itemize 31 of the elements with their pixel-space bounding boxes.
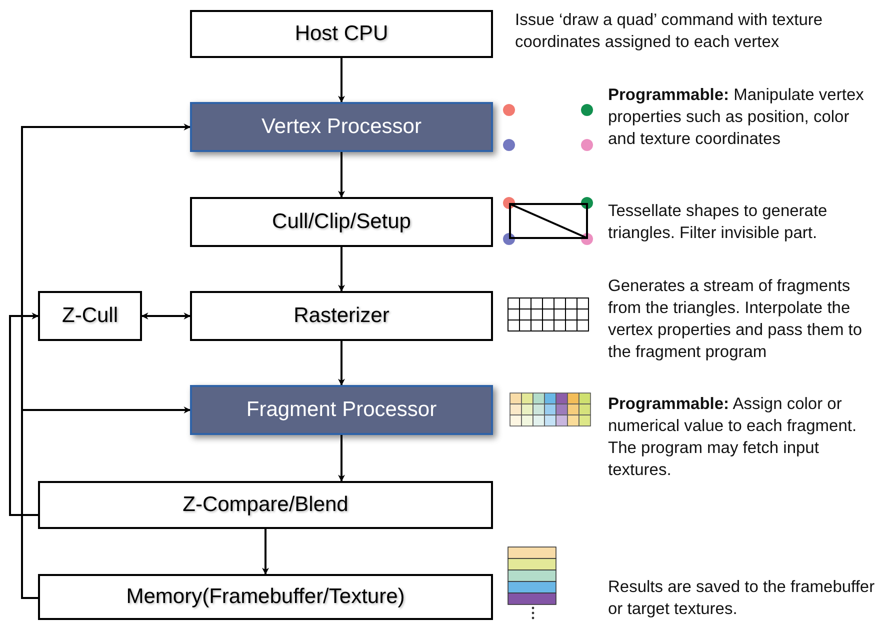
stage-box [190,10,493,58]
arrow [338,435,345,482]
arrow [338,58,345,103]
stage-box [38,481,493,529]
stage-label: Host CPU [294,20,388,47]
stage-label: Fragment Processor [246,396,437,423]
stage-label: Memory(Framebuffer/Texture) [126,584,405,610]
stage-description: Generates a stream of fragments from the triangles. Interpolate the vertex properties and pass them to the fragment program [608,276,864,363]
stage-label: Cull/Clip/Setup [272,208,411,235]
stage-description: Tessellate shapes to generate triangles. Filter invisible part. [608,201,828,244]
stage-box [190,291,493,341]
arrow [9,312,39,516]
arrow [141,312,191,320]
arrow [21,406,191,599]
programmable-stage-box [190,102,493,152]
stage-label: Rasterizer [294,302,390,329]
stage-box [38,291,142,341]
stage-label: Z-Cull [62,302,118,329]
stage-description: Results are saved to the framebuffer or target textures. [608,577,876,620]
arrow [262,529,269,575]
stage-label: Vertex Processor [262,114,422,140]
arrow [338,341,345,386]
arrow [338,152,345,198]
stage-label: Z-Compare/Blend [182,492,348,518]
stage-description: Issue ‘draw a quad’ command with texture coordinates assigned to each vertex [515,10,824,53]
stage-description: Programmable: Manipulate vertex properties such as position, color and texture coordinates [608,85,865,150]
stage-description: Programmable: Assign color or numerical value to each fragment. The program may fetch input textures. [608,394,858,481]
stage-box [190,197,493,247]
programmable-stage-box [190,385,493,435]
arrow [338,247,345,292]
stage-box [38,574,493,620]
